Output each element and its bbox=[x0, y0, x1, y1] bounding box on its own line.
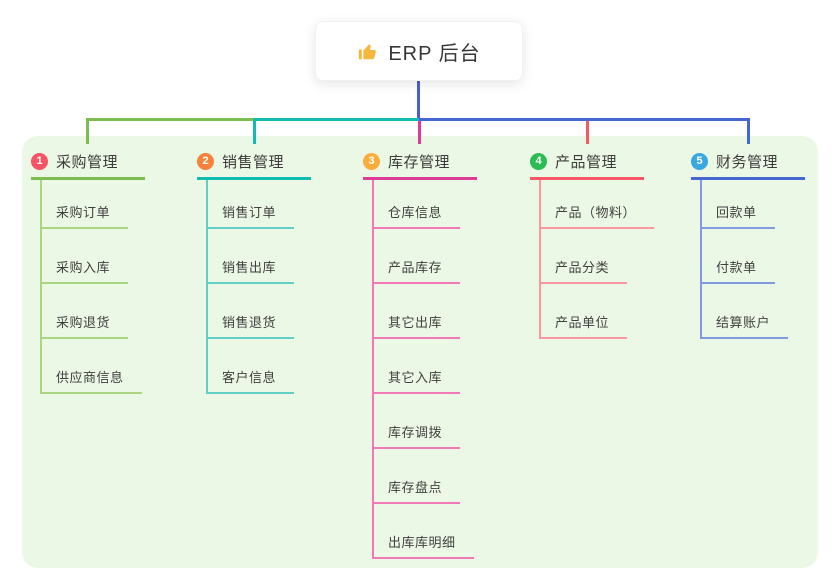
branch-number-badge: 2 bbox=[197, 152, 214, 170]
bus-segment-teal bbox=[253, 118, 420, 121]
bus-segment-green bbox=[86, 118, 254, 121]
thumbs-up-icon bbox=[357, 40, 379, 62]
child-node[interactable]: 销售出库 bbox=[208, 229, 295, 284]
branch-children: 销售订单销售出库销售退货客户信息 bbox=[206, 180, 327, 394]
child-node[interactable]: 客户信息 bbox=[208, 339, 295, 394]
child-node[interactable]: 产品（物料） bbox=[541, 180, 655, 229]
branch-drop-line-5 bbox=[747, 118, 750, 144]
branch-label: 产品管理 bbox=[555, 153, 618, 171]
branch-drop-line-2 bbox=[253, 118, 256, 144]
branch-underline bbox=[197, 177, 311, 180]
branch-header[interactable]: 5 财务管理 bbox=[691, 148, 821, 174]
branch-number-badge: 4 bbox=[530, 152, 547, 170]
branch-drop-line-3 bbox=[418, 121, 421, 144]
child-node[interactable]: 出库库明细 bbox=[374, 504, 474, 559]
group-panel bbox=[22, 136, 818, 568]
branch-underline bbox=[691, 177, 805, 180]
branch-node: 1 采购管理 采购订单采购入库采购退货供应商信息 bbox=[31, 148, 161, 394]
branch-children: 采购订单采购入库采购退货供应商信息 bbox=[40, 180, 161, 394]
bus-segment-blue bbox=[419, 118, 750, 121]
branch-node: 3 库存管理 仓库信息产品库存其它出库其它入库库存调拨库存盘点出库库明细 bbox=[363, 148, 493, 559]
branch-children: 仓库信息产品库存其它出库其它入库库存调拨库存盘点出库库明细 bbox=[372, 180, 493, 559]
child-node[interactable]: 采购退货 bbox=[42, 284, 129, 339]
branch-children: 产品（物料）产品分类产品单位 bbox=[539, 180, 660, 339]
branch-label: 库存管理 bbox=[388, 153, 451, 171]
child-node[interactable]: 采购订单 bbox=[42, 180, 129, 229]
branch-drop-line-4 bbox=[586, 121, 589, 144]
branch-underline bbox=[530, 177, 644, 180]
branch-header[interactable]: 3 库存管理 bbox=[363, 148, 493, 174]
branch-header[interactable]: 2 销售管理 bbox=[197, 148, 327, 174]
branch-drop-line-1 bbox=[86, 118, 89, 144]
child-node[interactable]: 其它出库 bbox=[374, 284, 461, 339]
child-node[interactable]: 产品单位 bbox=[541, 284, 628, 339]
branch-number-badge: 1 bbox=[31, 152, 48, 170]
child-node[interactable]: 采购入库 bbox=[42, 229, 129, 284]
child-node[interactable]: 付款单 bbox=[702, 229, 775, 284]
branch-node: 2 销售管理 销售订单销售出库销售退货客户信息 bbox=[197, 148, 327, 394]
branch-underline bbox=[363, 177, 477, 180]
root-connector-line bbox=[417, 80, 420, 119]
child-node[interactable]: 销售退货 bbox=[208, 284, 295, 339]
branch-label: 采购管理 bbox=[56, 153, 119, 171]
branch-header[interactable]: 1 采购管理 bbox=[31, 148, 161, 174]
child-node[interactable]: 产品库存 bbox=[374, 229, 461, 284]
child-node[interactable]: 其它入库 bbox=[374, 339, 461, 394]
child-node[interactable]: 库存调拨 bbox=[374, 394, 461, 449]
child-node[interactable]: 供应商信息 bbox=[42, 339, 142, 394]
branch-underline bbox=[31, 177, 145, 180]
child-node[interactable]: 仓库信息 bbox=[374, 180, 461, 229]
child-node[interactable]: 结算账户 bbox=[702, 284, 789, 339]
root-node-title: ERP 后台 bbox=[388, 42, 481, 65]
branch-number-badge: 3 bbox=[363, 152, 380, 170]
branch-label: 销售管理 bbox=[222, 153, 285, 171]
branch-node: 4 产品管理 产品（物料）产品分类产品单位 bbox=[530, 148, 660, 339]
branch-children: 回款单付款单结算账户 bbox=[700, 180, 821, 339]
branch-header[interactable]: 4 产品管理 bbox=[530, 148, 660, 174]
branch-node: 5 财务管理 回款单付款单结算账户 bbox=[691, 148, 821, 339]
child-node[interactable]: 库存盘点 bbox=[374, 449, 461, 504]
branch-number-badge: 5 bbox=[691, 152, 708, 170]
child-node[interactable]: 产品分类 bbox=[541, 229, 628, 284]
root-node[interactable]: ERP 后台 bbox=[315, 21, 523, 81]
child-node[interactable]: 销售订单 bbox=[208, 180, 295, 229]
branch-label: 财务管理 bbox=[716, 153, 779, 171]
child-node[interactable]: 回款单 bbox=[702, 180, 775, 229]
